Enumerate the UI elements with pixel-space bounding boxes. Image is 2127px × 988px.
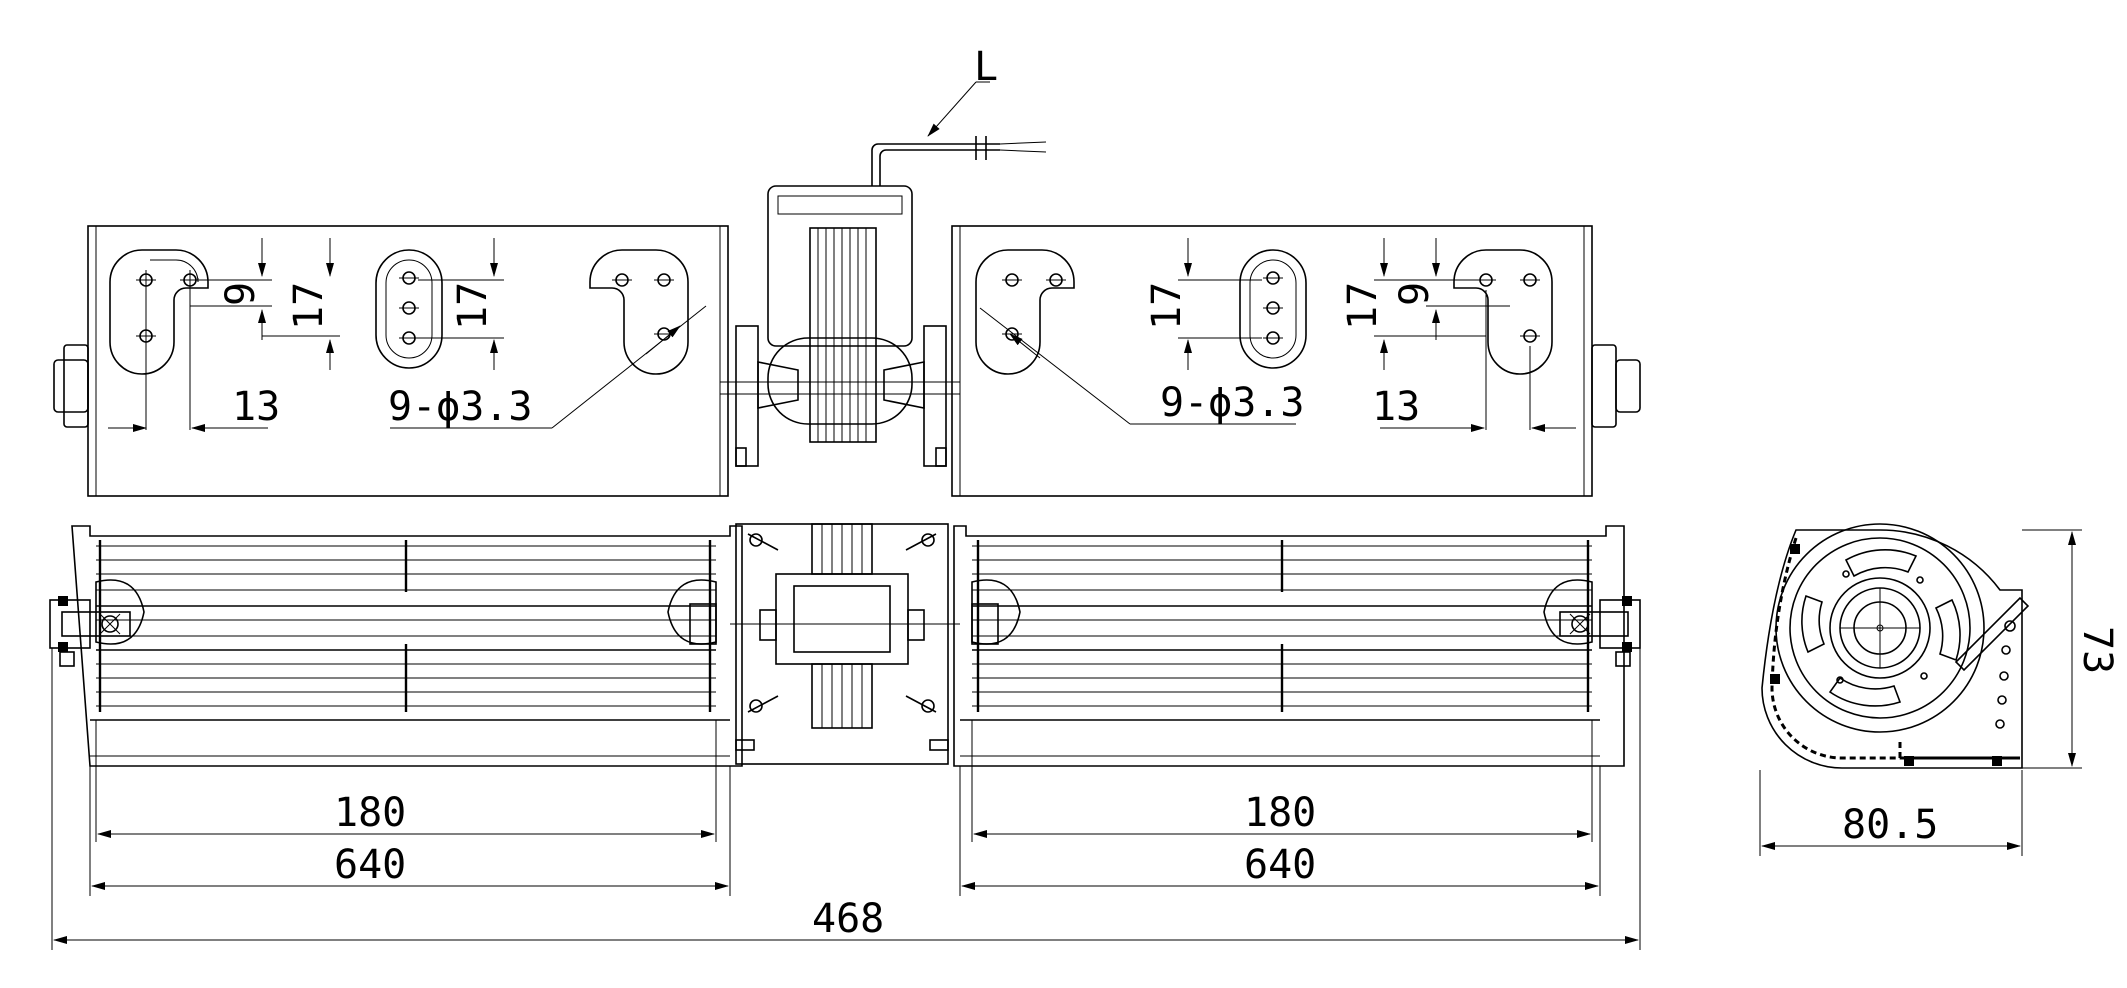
dim-468-total-label: 468 [812, 896, 884, 942]
right-l-slot-2 [1453, 249, 1553, 375]
dim-80-5-side-label: 80.5 [1842, 802, 1938, 848]
cable-lead [871, 81, 1047, 186]
right-l-slot [975, 249, 1075, 375]
dim-180-right-label: 180 [1244, 790, 1316, 836]
dim-17-left-b-label: 17 [450, 282, 496, 330]
dim-17-left-a-label: 17 [286, 282, 332, 330]
cable-label: L [974, 44, 998, 90]
top-view [53, 81, 1641, 497]
dim-13-left-label: 13 [232, 384, 280, 430]
left-l-slot [109, 249, 209, 375]
hole-spec-left-label: 9-ϕ3.3 [388, 384, 533, 430]
side-view [1759, 523, 2082, 856]
hole-spec-right-label: 9-ϕ3.3 [1160, 380, 1305, 426]
dim-73-side-label: 73 [2074, 626, 2120, 674]
motor-top [720, 185, 960, 467]
dim-17-right-b-label: 17 [1340, 282, 1386, 330]
dim-180-left-label: 180 [334, 790, 406, 836]
dim-17-right-a-label: 17 [1144, 282, 1190, 330]
dim-13-right-label: 13 [1372, 384, 1420, 430]
dim-640-left-label: 640 [334, 842, 406, 888]
impeller-outer [1775, 523, 1985, 733]
left-housing-top [87, 225, 729, 497]
dim-9-left-label: 9 [218, 282, 264, 306]
dim-640-right-label: 640 [1244, 842, 1316, 888]
right-oval-slot [1239, 249, 1307, 369]
left-end-cap [53, 359, 89, 413]
side-housing [1761, 529, 2023, 769]
front-view [49, 523, 1641, 950]
right-end-cap [1615, 359, 1641, 413]
right-blower-front [953, 525, 1625, 767]
left-blower-front [71, 525, 743, 767]
dimension-labels: L 9-ϕ3.3 9-ϕ3.3 13 13 9 17 17 17 17 9 18… [218, 44, 2120, 942]
left-oval-slot [375, 249, 443, 369]
motor-front [730, 523, 960, 765]
dim-9-right-label: 9 [1392, 282, 1438, 306]
left-l-slot-2 [589, 249, 689, 375]
